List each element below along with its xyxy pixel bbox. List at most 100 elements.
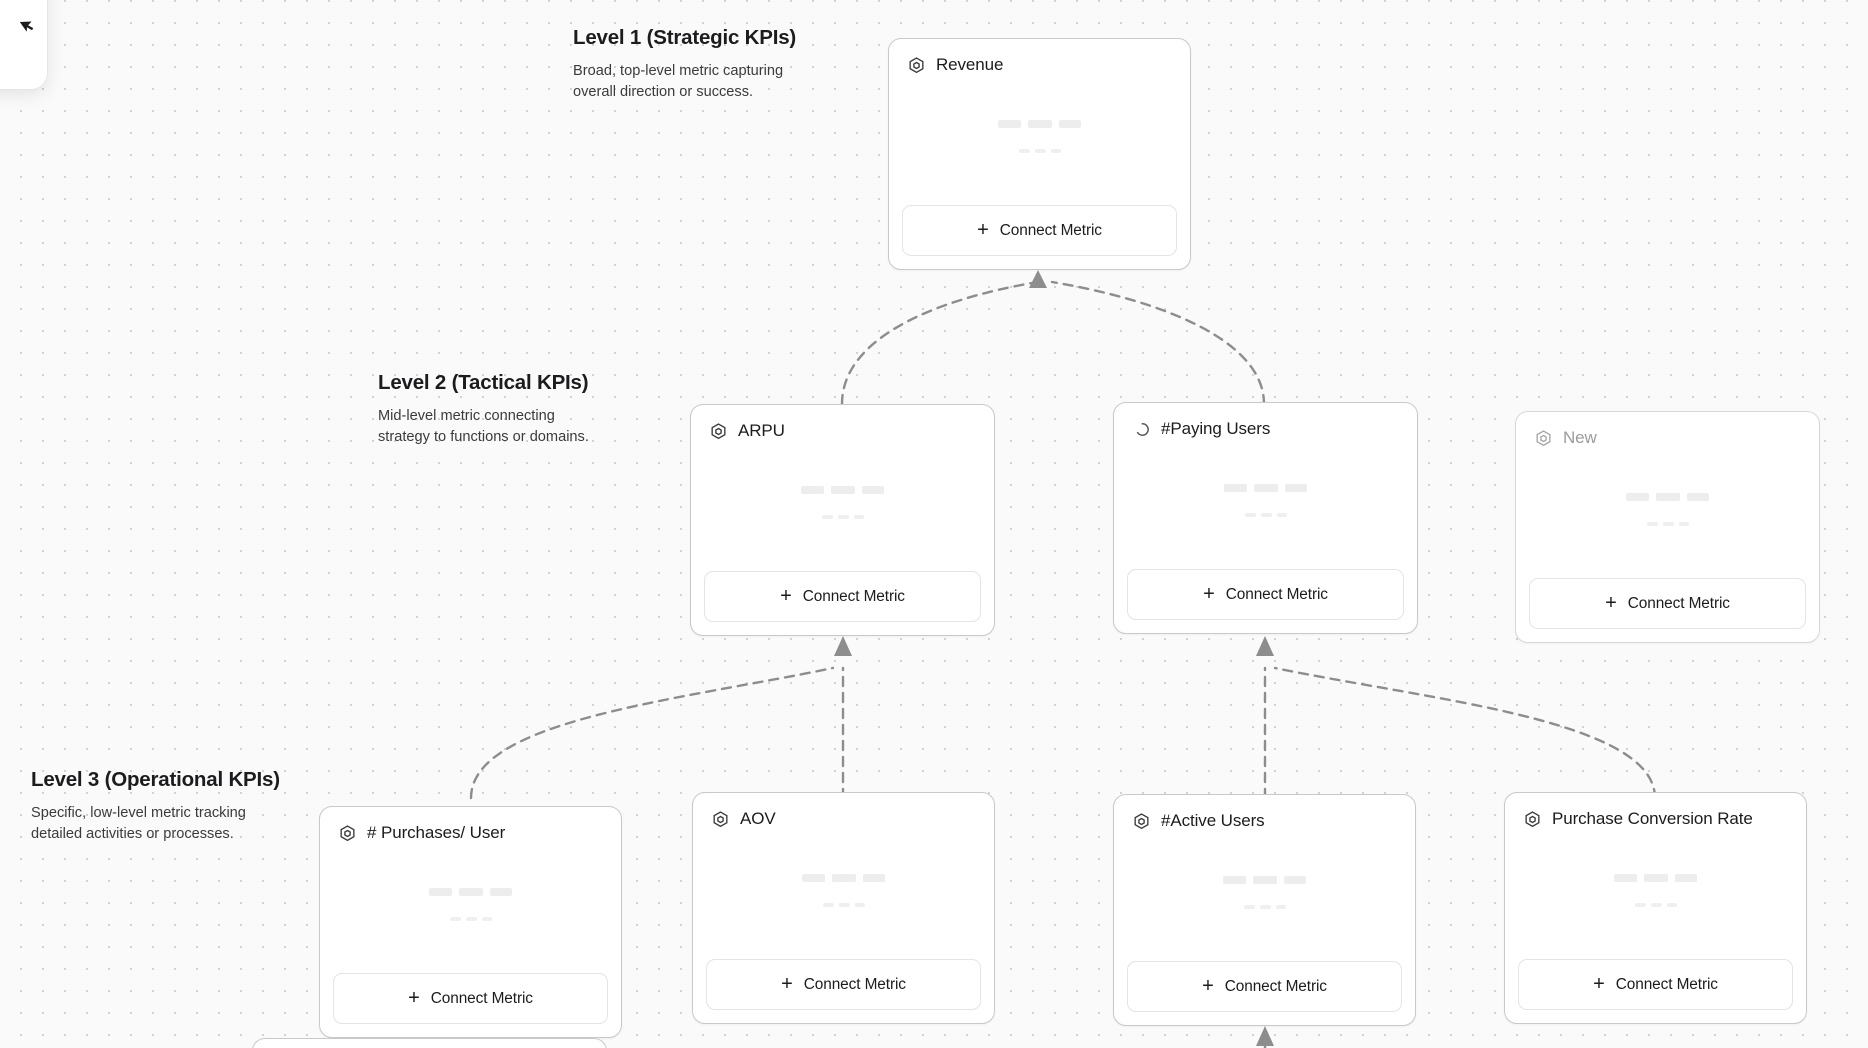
connect-metric-button[interactable]: + Connect Metric (1529, 578, 1806, 629)
level-1-title: Level 1 (Strategic KPIs) (573, 26, 797, 49)
edge-purchases-to-arpu (469, 666, 835, 800)
skeleton-bar (853, 514, 864, 519)
level-3-title: Level 3 (Operational KPIs) (31, 768, 280, 791)
metric-card-aov[interactable]: AOV + Connect Metric (692, 792, 995, 1024)
card-title: #Active Users (1161, 811, 1265, 830)
skeleton-row-secondary (821, 514, 864, 519)
skeleton-row-primary (1224, 483, 1307, 492)
metric-card-revenue[interactable]: Revenue + Connect Metric (888, 38, 1191, 270)
skeleton-bar (802, 873, 825, 882)
skeleton-row-secondary (822, 902, 865, 907)
hexagon-metric-icon (711, 810, 730, 829)
edge-paying-users-to-revenue (1050, 280, 1266, 406)
skeleton-bar (449, 916, 461, 921)
connect-metric-button[interactable]: + Connect Metric (1127, 569, 1404, 620)
connect-metric-button[interactable]: + Connect Metric (704, 571, 981, 622)
plus-icon: + (977, 218, 989, 241)
level-2-description: Mid-level metric connecting strategy to … (378, 408, 589, 446)
skeleton-bar (465, 916, 477, 921)
metric-card-purchases-per-user[interactable]: # Purchases/ User + Connect Metric (319, 806, 622, 1038)
skeleton-bar (1634, 902, 1646, 907)
card-title: #Paying Users (1161, 419, 1271, 438)
metric-card-purchase-conversion-rate[interactable]: Purchase Conversion Rate + Connect Metri… (1504, 792, 1807, 1024)
skeleton-bar (1614, 873, 1637, 882)
card-skeleton-body (889, 75, 1190, 205)
skeleton-bar (1666, 902, 1677, 907)
skeleton-row-secondary (1244, 512, 1287, 517)
level-1-block: Level 1 (Strategic KPIs) Broad, top-leve… (573, 26, 796, 103)
loading-spinner-icon (1132, 420, 1151, 439)
level-3-block: Level 3 (Operational KPIs) Specific, low… (31, 768, 280, 845)
plus-icon: + (408, 986, 420, 1009)
skeleton-bar (838, 902, 850, 907)
plus-icon: + (1202, 974, 1214, 997)
skeleton-bar (854, 902, 865, 907)
skeleton-row-primary (801, 485, 884, 494)
skeleton-bar (490, 887, 512, 896)
skeleton-bar (1626, 492, 1649, 501)
skeleton-bar (1650, 902, 1662, 907)
level-2-block: Level 2 (Tactical KPIs) Mid-level metric… (378, 371, 593, 448)
card-header: ARPU (691, 405, 994, 441)
metric-card-paying-users[interactable]: #Paying Users + Connect Metric (1113, 402, 1418, 634)
floating-tool-panel[interactable] (0, 0, 48, 90)
metric-card-offscreen-partial[interactable] (252, 1038, 607, 1048)
arrowhead-active-users (1256, 1026, 1274, 1046)
cursor-arrow-icon[interactable] (19, 16, 37, 33)
metric-card-new[interactable]: New + Connect Metric (1515, 411, 1820, 643)
metric-card-arpu[interactable]: ARPU + Connect Metric (690, 404, 995, 636)
hexagon-metric-icon (1132, 812, 1151, 831)
card-title: AOV (740, 809, 776, 828)
skeleton-row-primary (998, 119, 1081, 128)
connect-metric-label: Connect Metric (1615, 975, 1718, 993)
plus-icon: + (780, 584, 792, 607)
skeleton-bar (1243, 904, 1255, 909)
connect-metric-label: Connect Metric (1225, 585, 1328, 603)
card-title: ARPU (738, 421, 785, 440)
connect-metric-button[interactable]: + Connect Metric (1127, 961, 1402, 1012)
connect-metric-button[interactable]: + Connect Metric (1518, 959, 1793, 1010)
card-skeleton-body (1114, 831, 1415, 961)
skeleton-bar (1687, 492, 1709, 501)
plus-icon: + (781, 972, 793, 995)
skeleton-bar (832, 873, 856, 882)
plus-icon: + (1203, 582, 1215, 605)
card-header: Purchase Conversion Rate (1505, 793, 1806, 829)
connect-metric-label: Connect Metric (803, 975, 906, 993)
connect-metric-button[interactable]: + Connect Metric (706, 959, 981, 1010)
card-skeleton-body (691, 441, 994, 571)
skeleton-bar (1644, 873, 1668, 882)
skeleton-bar (1260, 512, 1272, 517)
hexagon-metric-icon (1523, 810, 1542, 829)
card-skeleton-body (1516, 448, 1819, 578)
skeleton-bar (481, 916, 492, 921)
skeleton-bar (1034, 148, 1046, 153)
plus-icon: + (1593, 972, 1605, 995)
skeleton-bar (1284, 875, 1306, 884)
skeleton-row-secondary (1243, 904, 1286, 909)
skeleton-bar (1050, 148, 1061, 153)
hexagon-metric-icon (907, 56, 926, 75)
edge-arpu-to-revenue (840, 280, 1040, 406)
card-skeleton-body (693, 829, 994, 959)
hexagon-metric-icon (1534, 429, 1553, 448)
connect-metric-button[interactable]: + Connect Metric (902, 205, 1177, 256)
card-title: Purchase Conversion Rate (1552, 809, 1753, 828)
connect-metric-label: Connect Metric (1224, 977, 1327, 995)
connect-metric-button[interactable]: + Connect Metric (333, 973, 608, 1024)
skeleton-bar (801, 485, 824, 494)
card-header: #Active Users (1114, 795, 1415, 831)
skeleton-bar (1678, 521, 1689, 526)
skeleton-row-secondary (1646, 521, 1689, 526)
card-header: #Paying Users (1114, 403, 1417, 439)
level-2-title: Level 2 (Tactical KPIs) (378, 371, 589, 394)
skeleton-bar (1028, 119, 1052, 128)
skeleton-bar (1224, 483, 1247, 492)
skeleton-bar (1254, 483, 1278, 492)
skeleton-bar (1223, 875, 1246, 884)
metric-card-active-users[interactable]: #Active Users + Connect Metric (1113, 794, 1416, 1026)
skeleton-bar (837, 514, 849, 519)
card-header: Revenue (889, 39, 1190, 75)
skeleton-bar (1059, 119, 1081, 128)
